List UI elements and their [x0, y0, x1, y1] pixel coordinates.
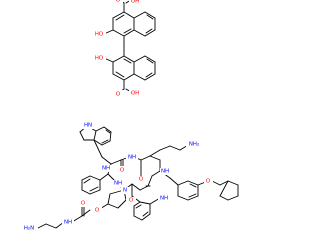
label-bg	[204, 178, 213, 185]
label-bg	[129, 0, 141, 5]
label-bg	[121, 187, 129, 194]
atom-label-amide-nh: NH	[161, 169, 169, 175]
atom-label-terminal-amine: H₂N	[24, 226, 34, 232]
atom-label-ether-oxygen: O	[206, 179, 210, 185]
label-bg	[129, 89, 141, 96]
atom-label-oxygen: O	[81, 201, 85, 207]
atom-label-hydroxyl: OH	[131, 0, 139, 5]
background	[0, 0, 250, 250]
label-bg	[117, 166, 127, 173]
label-bg	[83, 122, 93, 129]
label-bg	[126, 197, 136, 204]
label-bg	[113, 0, 123, 3]
atom-label-amide-nh: NH	[160, 196, 168, 202]
atom-label-proline-n: N	[123, 188, 127, 194]
atom-label-indole-nh: HN	[84, 123, 92, 129]
label-bg	[126, 153, 138, 160]
atom-label-amide-nh: NH	[114, 181, 122, 187]
atom-label-lysine-amine: NH₂	[189, 142, 199, 148]
label-bg	[62, 219, 74, 226]
atom-label-carbamate-nh: NH	[64, 220, 72, 226]
atom-label-amide-nh: NH	[102, 166, 110, 172]
atom-label-hydroxyl: OH	[131, 91, 139, 97]
molecule-structure-canvas: O OH HO HO O OH HN O NH O NH₂ O NH NH NH…	[0, 0, 250, 250]
indole-bonds	[79, 125, 112, 158]
atom-label-hydroxyl: HO	[95, 32, 103, 38]
label-bg	[160, 168, 172, 175]
label-bg	[92, 30, 106, 37]
atom-label-oxygen: O	[139, 177, 143, 183]
label-bg	[100, 165, 112, 172]
label-bg	[78, 200, 88, 207]
label-bg	[20, 225, 38, 232]
label-bg	[92, 54, 106, 61]
atom-label-oxygen: O	[116, 0, 120, 4]
atom-label-hydroxyl: HO	[95, 56, 103, 62]
label-bg	[186, 141, 202, 148]
atom-label-oxygen: O	[120, 168, 124, 174]
atom-label-oxygen: O	[116, 92, 120, 98]
label-bg	[112, 180, 124, 187]
atom-label-amide-nh: NH	[128, 155, 136, 161]
pamoate-lower-naphthalene-bonds	[103, 55, 156, 94]
label-bg	[136, 176, 146, 183]
atom-label-carbamate-oxygen: O	[95, 208, 99, 214]
label-bg	[158, 195, 170, 202]
atom-label-oxygen: O	[129, 198, 133, 204]
label-bg	[92, 206, 102, 213]
label-bg	[113, 90, 123, 97]
